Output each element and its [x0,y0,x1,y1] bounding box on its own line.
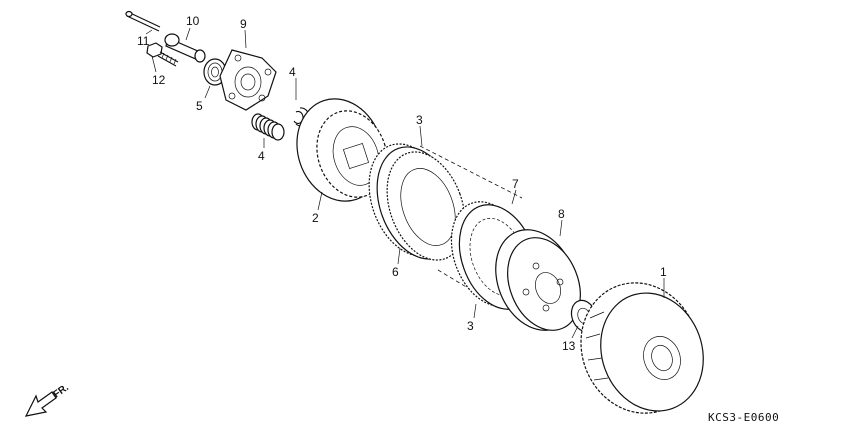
callout-4-upper: 7 [512,177,519,191]
part-8-pin [125,10,161,32]
callout-8: 11 [137,34,150,48]
callout-11: 4 [289,65,296,79]
callout-7: 10 [186,14,200,28]
part-9-bolt [146,42,179,67]
part-7-lifter-rod [164,33,206,63]
front-direction-arrow: FR. [24,382,71,417]
callout-5: 8 [558,207,565,221]
part-6-lifter-plate [219,49,277,111]
callout-3-lower: 3 [467,319,474,333]
callout-9: 12 [152,73,166,87]
callout-4-lower: 6 [392,265,399,279]
callout-12: 4 [258,149,265,163]
part-12-spring [251,113,285,141]
callout-3-upper: 3 [416,113,423,127]
callout-1: 1 [660,265,667,279]
callout-13: 5 [196,99,203,113]
leader-lines [145,27,665,339]
clutch-disc-stack-1 [368,143,466,261]
callout-2: 2 [312,211,319,225]
callout-10: 13 [562,339,576,353]
part-1-clutch-outer [580,282,704,414]
diagram-code: KCS3-E0600 [708,411,779,424]
callout-6: 9 [240,17,247,31]
callout-labels: 10 11 12 9 4 5 4 2 3 6 7 8 3 13 1 [137,14,667,353]
part-5-clutch-center [495,229,581,331]
